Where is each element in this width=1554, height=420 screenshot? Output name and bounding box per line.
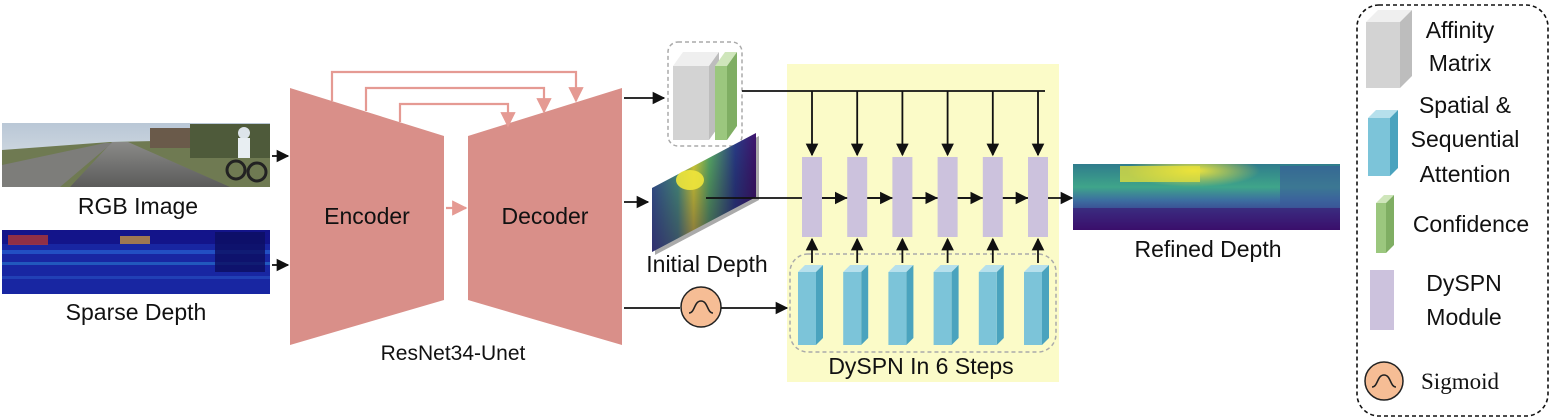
legend-dyspn-label-1: DySPN [1426,270,1501,296]
legend-confidence-icon [1376,195,1394,253]
legend-dyspn-label-2: Module [1426,304,1501,330]
sigmoid-curve-icon [688,300,714,314]
dyspn-module [847,157,868,237]
initial-depth-label: Initial Depth [646,251,767,277]
attention-block [798,265,823,345]
legend-sigmoid-curve-icon [1371,374,1397,388]
dyspn-steps [802,157,1048,237]
legend-affinity-label-1: Affinity [1426,17,1495,43]
attention-block [843,265,869,345]
dyspn-steps-label: DySPN In 6 Steps [828,353,1013,379]
confidence-block [715,52,737,140]
refined-depth-label: Refined Depth [1134,236,1281,262]
attention-block [1024,265,1049,345]
legend-attention-icon [1368,110,1398,176]
dyspn-module [982,157,1003,237]
affinity-output-box [667,41,743,147]
legend-attention-label-1: Spatial & [1419,92,1511,118]
encoder-label: Encoder [324,203,410,229]
initial-depth-map [652,133,759,255]
legend-affinity-label-2: Matrix [1429,50,1492,76]
rgb-image [2,123,270,187]
legend-box [1356,4,1549,417]
legend-confidence-label: Confidence [1413,211,1529,237]
legend-affinity-icon [1366,10,1412,88]
dyspn-module [1028,157,1048,237]
encoder-block [290,88,444,345]
legend-dyspn-module-icon [1370,270,1394,330]
attention-block [978,265,1004,345]
dyspn-module [937,157,958,237]
dyspn-panel [787,64,1059,382]
rgb-image-label: RGB Image [78,193,198,219]
decoder-block [468,88,622,345]
refined-depth-map [1073,164,1340,230]
legend-attention-label-3: Attention [1420,161,1511,187]
attention-blocks [798,265,1049,345]
dyspn-module [892,157,913,237]
attention-group-box [789,253,1057,353]
legend-attention-label-2: Sequential [1411,126,1520,152]
backbone-label: ResNet34-Unet [381,342,526,365]
legend-sigmoid-label: Sigmoid [1421,369,1499,394]
decoder-label: Decoder [502,203,589,229]
sigmoid-node [680,286,722,328]
affinity-matrix-block [673,52,719,140]
attention-block [888,265,914,345]
affinity-to-step-arrows [805,91,1045,157]
legend-sigmoid-icon [1364,361,1404,401]
sparse-depth-image [2,230,270,294]
attention-block [933,265,959,345]
sparse-depth-label: Sparse Depth [66,299,207,325]
skip-connections [330,70,584,128]
dyspn-module [802,157,822,237]
attention-to-step-arrows [805,237,1045,263]
